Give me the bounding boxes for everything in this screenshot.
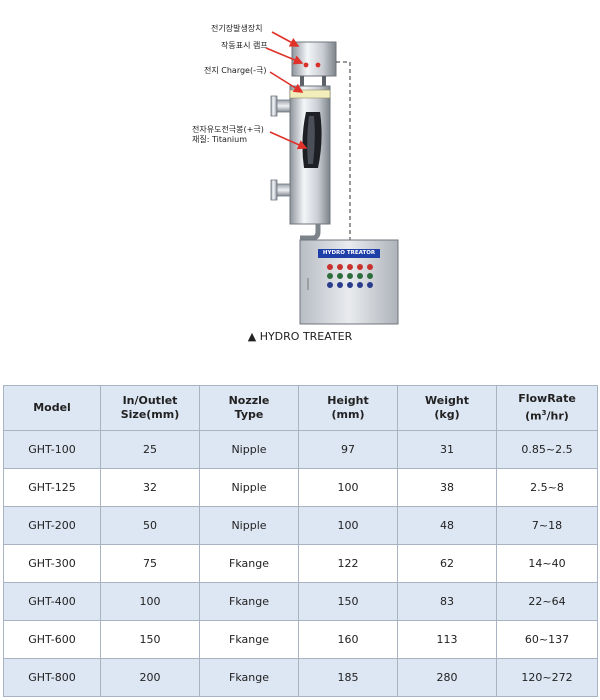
- cell-nozzle-type: Fkange: [199, 582, 299, 621]
- inlet-flange: [270, 95, 278, 117]
- outlet-flange: [270, 179, 278, 201]
- cell-weight: 280: [397, 658, 497, 697]
- cell-inlet-size: 100: [100, 582, 200, 621]
- cell-model: GHT-300: [3, 544, 101, 583]
- figure-caption: ▲ HYDRO TREATER: [247, 330, 353, 343]
- cell-inlet-size: 75: [100, 544, 200, 583]
- table-row: GHT-125 32 Nipple 100 38 2.5~8: [3, 468, 598, 507]
- header-model: Model: [3, 385, 101, 431]
- cell-height: 122: [298, 544, 398, 583]
- label-generator: 전기장발생장치: [211, 24, 263, 33]
- cell-inlet-size: 50: [100, 506, 200, 545]
- cell-flow-rate: 60~137: [496, 620, 598, 659]
- label-lamp: 작동표시 램프: [221, 41, 268, 50]
- indicator-lamp: [315, 62, 321, 68]
- cell-nozzle-type: Nipple: [199, 468, 299, 507]
- cell-height: 150: [298, 582, 398, 621]
- cell-model: GHT-400: [3, 582, 101, 621]
- cell-weight: 83: [397, 582, 497, 621]
- arrow-generator: [271, 31, 300, 47]
- header-height: Height(mm): [298, 385, 398, 431]
- indicator-lamp: [303, 62, 309, 68]
- cell-height: 185: [298, 658, 398, 697]
- cell-weight: 62: [397, 544, 497, 583]
- charge-band: [289, 89, 331, 99]
- hydro-treater-illustration: [265, 31, 399, 325]
- cell-model: GHT-200: [3, 506, 101, 545]
- electrode-highlight: [307, 116, 315, 164]
- table-row: GHT-300 75 Fkange 122 62 14~40: [3, 544, 598, 583]
- connector-tube: [322, 76, 326, 86]
- cell-height: 100: [298, 506, 398, 545]
- cell-inlet-size: 150: [100, 620, 200, 659]
- panel-title: HYDRO TREATOR: [318, 249, 380, 258]
- table-row: GHT-400 100 Fkange 150 83 22~64: [3, 582, 598, 621]
- cell-inlet-size: 32: [100, 468, 200, 507]
- cell-nozzle-type: Fkange: [199, 544, 299, 583]
- header-flow-rate: FlowRate(m3/hr): [496, 385, 598, 431]
- cell-flow-rate: 22~64: [496, 582, 598, 621]
- hydro-treater-figure: 전기장발생장치 작동표시 램프 전지 Charge(-극) 전자유도전극봉(+극…: [192, 24, 399, 343]
- cell-nozzle-type: Nipple: [199, 430, 299, 469]
- drain-pipe: [300, 224, 321, 241]
- connector-tube: [300, 76, 304, 86]
- cell-model: GHT-600: [3, 620, 101, 659]
- outlet-nozzle: [275, 183, 291, 197]
- cell-flow-rate: 2.5~8: [496, 468, 598, 507]
- panel-buttons: [327, 264, 373, 288]
- label-electrode: 전자유도전극봉(+극): [192, 125, 264, 134]
- cell-inlet-size: 200: [100, 658, 200, 697]
- table-row: GHT-100 25 Nipple 97 31 0.85~2.5: [3, 430, 598, 469]
- cell-height: 160: [298, 620, 398, 659]
- arrow-charge: [269, 71, 304, 93]
- cell-height: 97: [298, 430, 398, 469]
- cell-weight: 48: [397, 506, 497, 545]
- cell-flow-rate: 7~18: [496, 506, 598, 545]
- table-row: GHT-200 50 Nipple 100 48 7~18: [3, 506, 598, 545]
- header-weight: Weight(kg): [397, 385, 497, 431]
- inlet-nozzle: [275, 99, 291, 113]
- cell-weight: 38: [397, 468, 497, 507]
- signal-cable: [336, 61, 351, 240]
- table-row: GHT-600 150 Fkange 160 113 60~137: [3, 620, 598, 659]
- label-material: 재질: Titanium: [192, 135, 248, 144]
- cell-weight: 113: [397, 620, 497, 659]
- cell-model: GHT-125: [3, 468, 101, 507]
- arrow-electrode: [269, 131, 308, 150]
- arrow-lamp: [265, 47, 304, 65]
- cell-weight: 31: [397, 430, 497, 469]
- cell-flow-rate: 14~40: [496, 544, 598, 583]
- cell-flow-rate: 0.85~2.5: [496, 430, 598, 469]
- generator-head: [291, 41, 337, 77]
- cell-nozzle-type: Fkange: [199, 658, 299, 697]
- cell-model: GHT-800: [3, 658, 101, 697]
- cell-nozzle-type: Nipple: [199, 506, 299, 545]
- label-charge: 전지 Charge(-극): [204, 66, 267, 75]
- cell-height: 100: [298, 468, 398, 507]
- cell-nozzle-type: Fkange: [199, 620, 299, 659]
- cell-flow-rate: 120~272: [496, 658, 598, 697]
- cell-inlet-size: 25: [100, 430, 200, 469]
- cell-model: GHT-100: [3, 430, 101, 469]
- table-row: GHT-800 200 Fkange 185 280 120~272: [3, 658, 598, 697]
